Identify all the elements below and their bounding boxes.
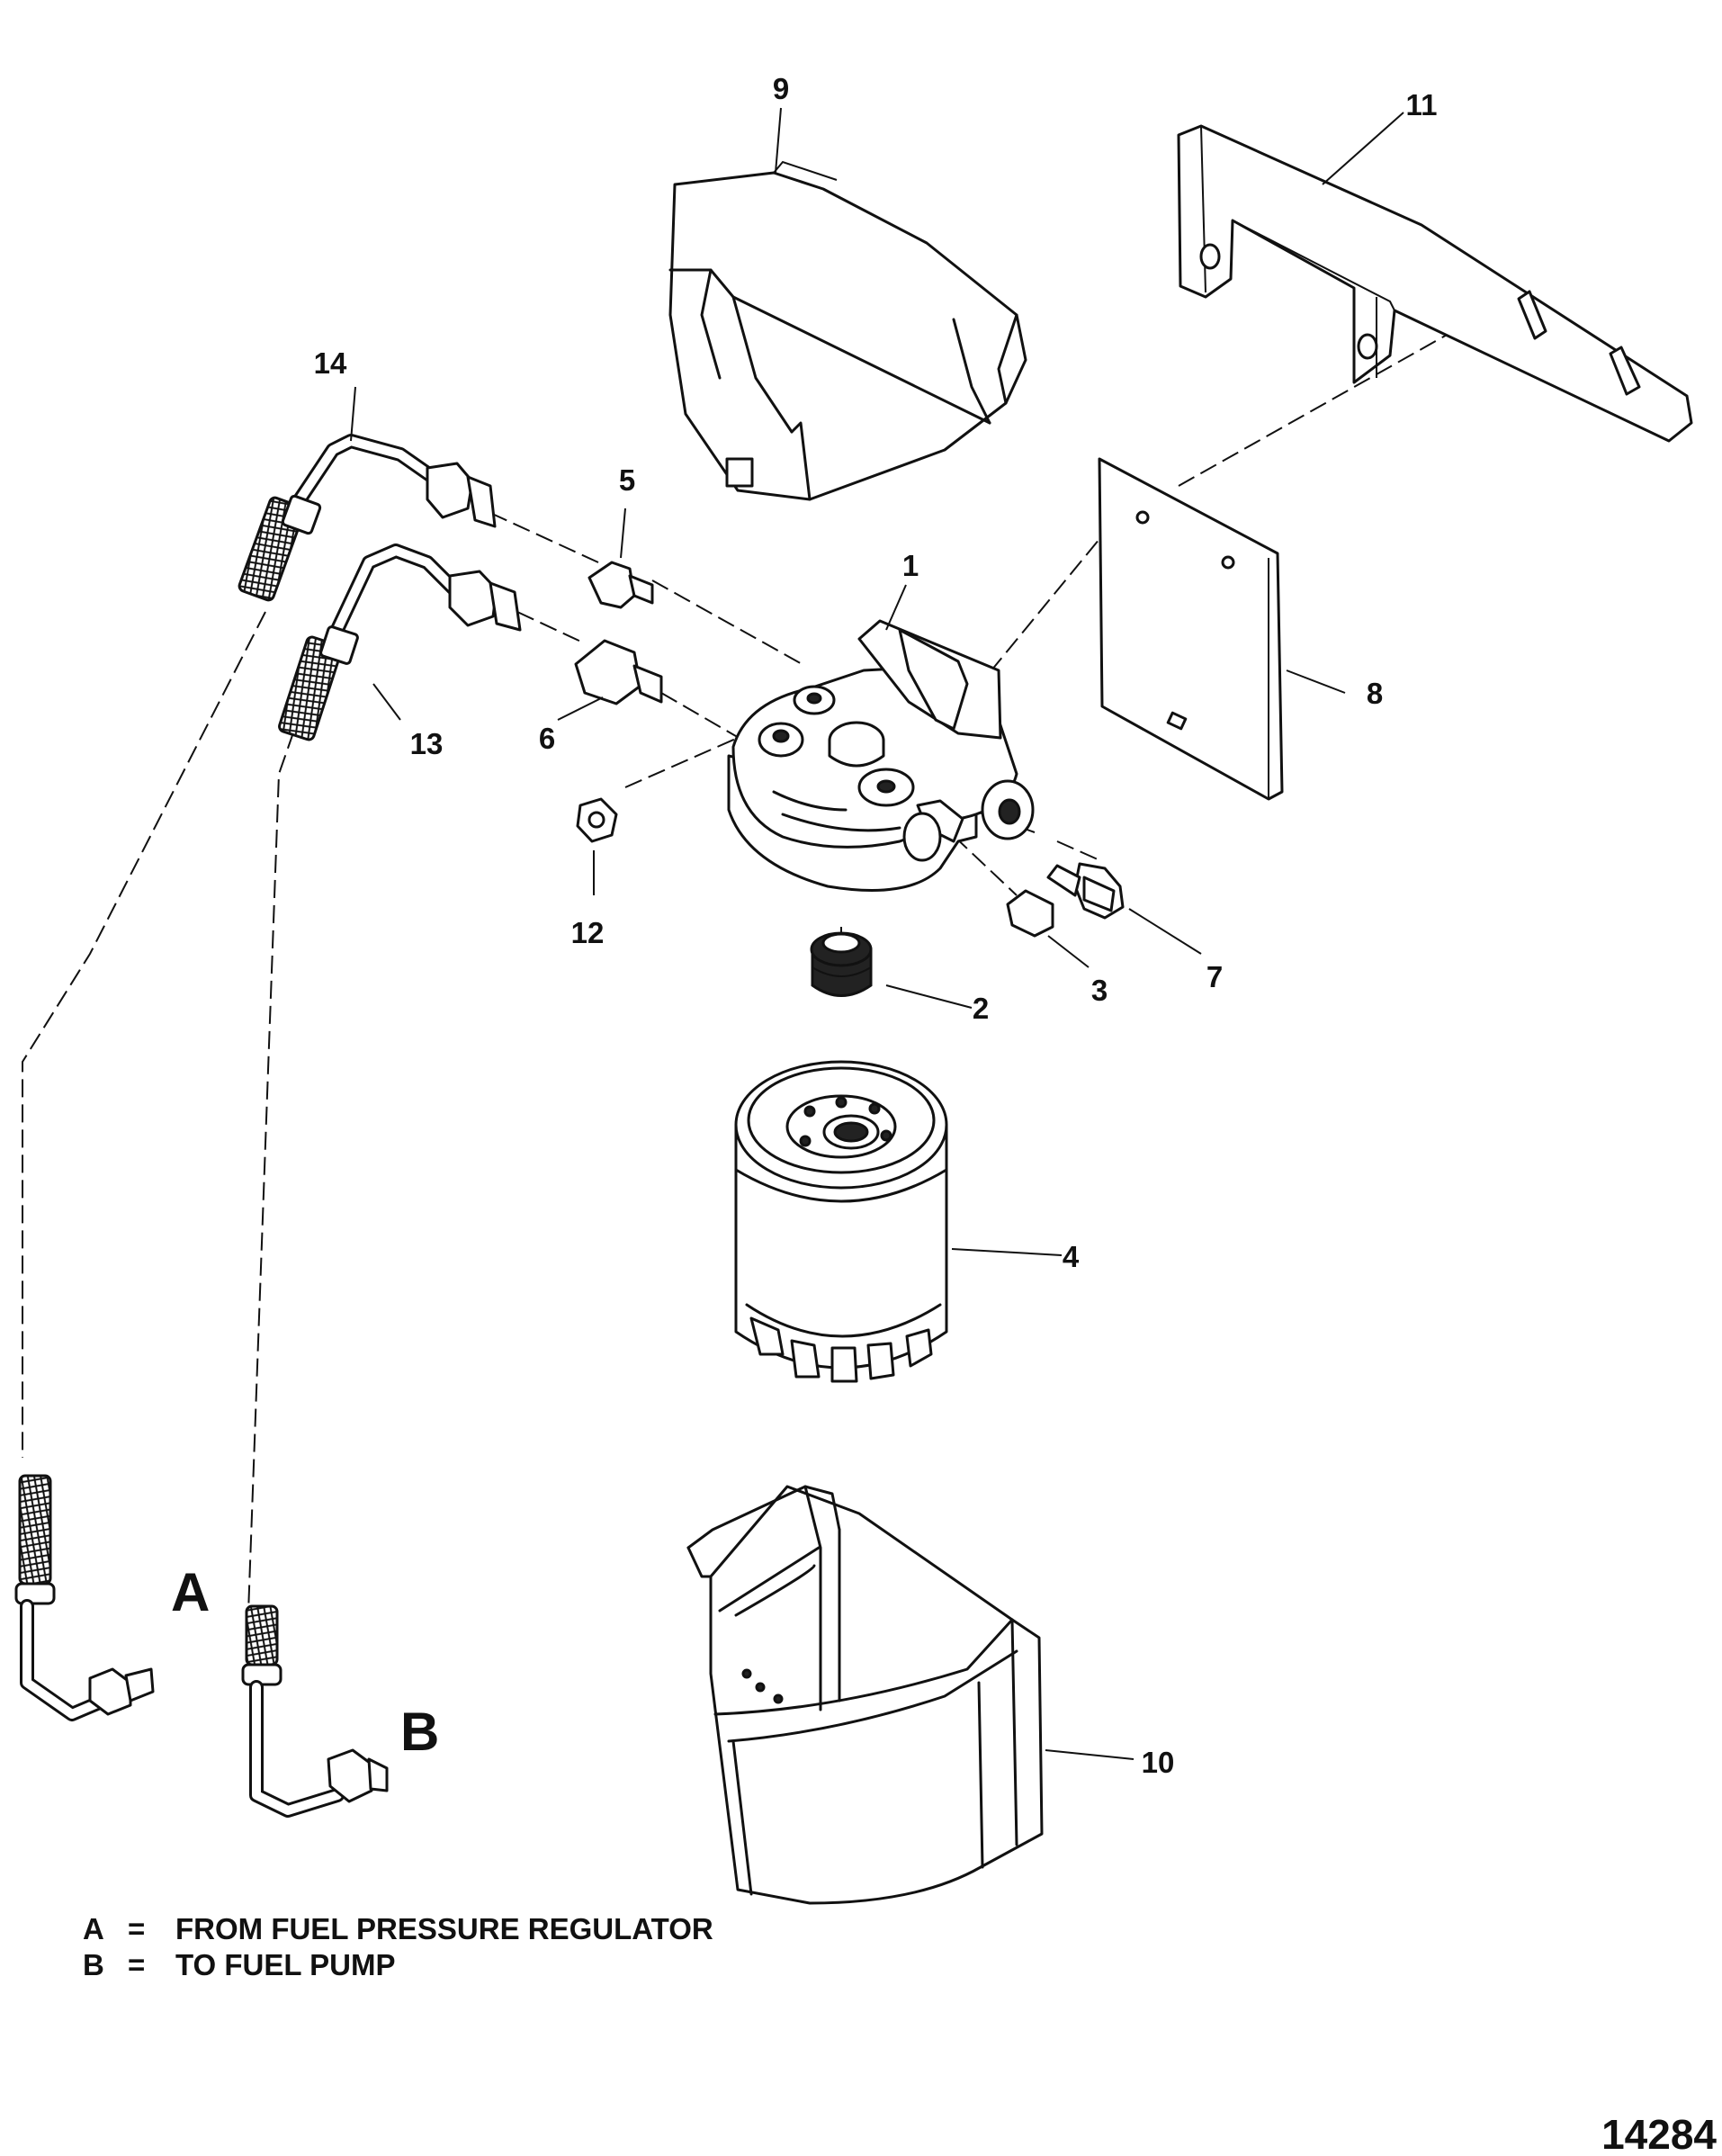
callout-12: 12 — [571, 916, 605, 949]
legend-b-text: TO FUEL PUMP — [175, 1948, 395, 1981]
label-b: B — [400, 1702, 439, 1762]
callout-9: 9 — [773, 72, 789, 105]
part-1-filter-head — [727, 619, 1035, 892]
callout-6: 6 — [539, 722, 555, 755]
legend-b-key: B — [83, 1948, 104, 1981]
legend-a-equals: = — [128, 1912, 145, 1945]
callout-14: 14 — [314, 346, 347, 380]
part-13-fuel-line — [241, 543, 522, 1818]
part-11-mounting-bracket — [1177, 124, 1693, 443]
callout-8: 8 — [1367, 677, 1383, 710]
assembly-guide-lines — [22, 305, 1499, 1639]
figure-number: 14284 — [1601, 2111, 1717, 2156]
part-8-mounting-plate — [1098, 457, 1284, 801]
part-4-filter-cartridge — [734, 1060, 948, 1383]
callout-2: 2 — [973, 992, 989, 1025]
part-9-upper-cover — [668, 160, 1027, 501]
callout-4: 4 — [1063, 1240, 1080, 1273]
legend-b-equals: = — [128, 1948, 145, 1981]
callout-numbers: 1 2 3 4 5 6 7 8 9 10 11 12 13 14 — [314, 72, 1438, 1779]
part-14-fuel-line — [14, 434, 497, 1721]
label-a: A — [171, 1562, 210, 1622]
callout-leader-lines — [350, 107, 1404, 1760]
callout-13: 13 — [410, 727, 444, 760]
legend-a-text: FROM FUEL PRESSURE REGULATOR — [175, 1912, 713, 1945]
legend: A = FROM FUEL PRESSURE REGULATOR B = TO … — [83, 1912, 713, 1981]
part-6-fitting — [574, 639, 663, 705]
callout-11: 11 — [1406, 88, 1438, 121]
part-10-lower-housing — [686, 1485, 1044, 1905]
part-2-plug — [810, 931, 873, 997]
callout-1: 1 — [902, 549, 919, 582]
part-5-fitting — [587, 561, 654, 609]
callout-7: 7 — [1206, 960, 1223, 993]
callout-5: 5 — [619, 463, 635, 497]
part-7-fitting — [1046, 862, 1125, 920]
callout-10: 10 — [1142, 1746, 1175, 1779]
legend-a-key: A — [83, 1912, 104, 1945]
callout-3: 3 — [1091, 974, 1108, 1007]
part-3-fitting — [1006, 889, 1054, 938]
part-12-nut — [576, 797, 618, 843]
